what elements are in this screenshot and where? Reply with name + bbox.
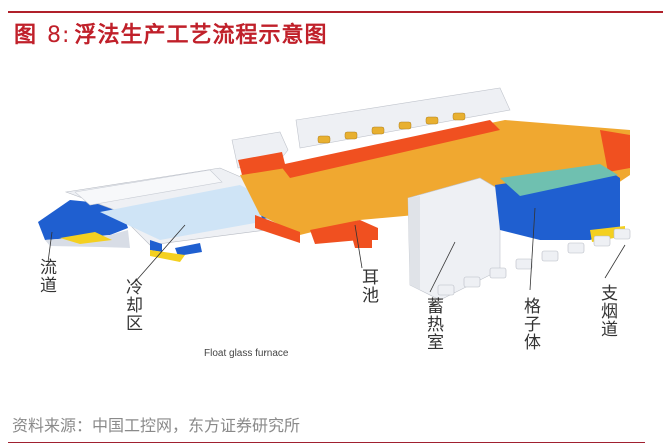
label-cooling-zone: 冷却区 [122,278,142,332]
figure-prefix: 图 [14,23,38,48]
figure-number: 8: [47,23,71,48]
label-ear-pool: 耳池 [358,268,378,304]
label-flow-channel: 流道 [36,258,56,294]
figure-title: 图 8:浮法生产工艺流程示意图 [14,17,327,49]
label-regenerator: 蓄热室 [423,297,443,351]
furnace-illustration [38,87,631,353]
diagram-caption: Float glass furnace [204,348,289,359]
figure-title-text: 浮法生产工艺流程示意图 [74,23,328,48]
source-note: 资料来源：中国工控网，东方证券研究所 [12,416,301,435]
label-checker-body: 格子体 [520,297,540,351]
label-branch-flue: 支烟道 [597,284,617,338]
bottom-divider [8,442,645,443]
float-glass-furnace-diagram: 流道 冷却区 耳池 蓄热室 格子体 支烟道 Float glass furnac… [0,50,663,390]
top-divider [8,11,663,13]
